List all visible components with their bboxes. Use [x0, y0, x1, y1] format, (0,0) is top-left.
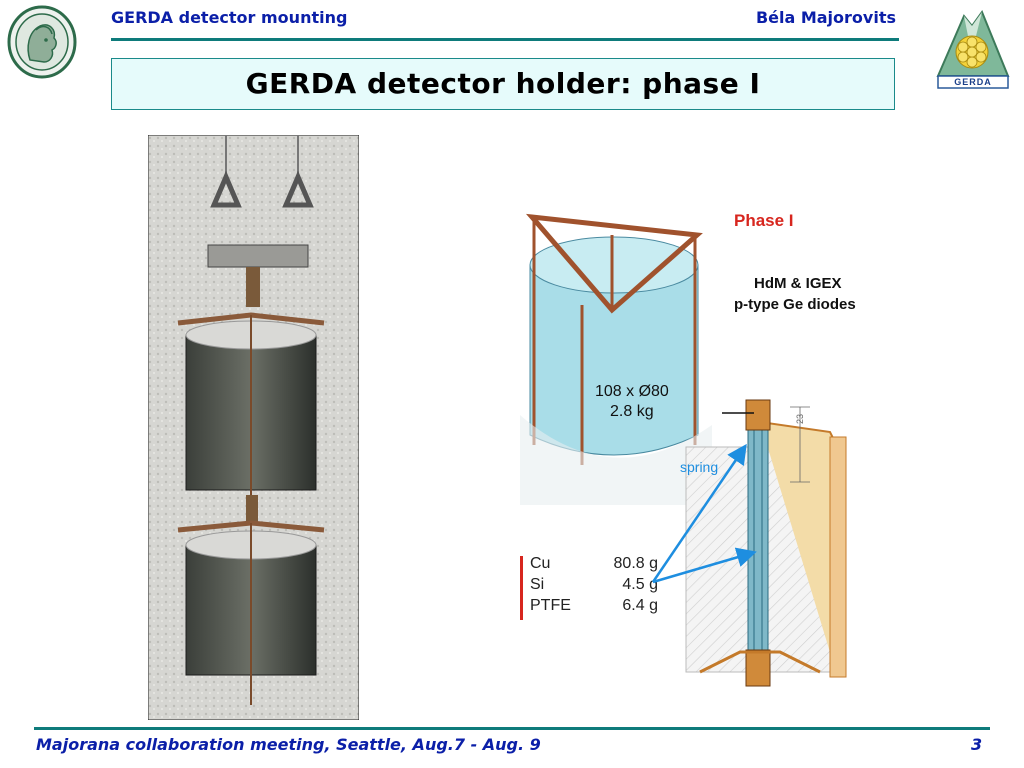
detector-size: 108 x Ø80	[595, 383, 669, 400]
holder-render	[512, 205, 717, 525]
detector-mass: 2.8 kg	[610, 403, 654, 420]
page-number: 3	[971, 735, 983, 754]
materials-list: Cu 80.8 g Si 4.5 g PTFE 6.4 g	[530, 555, 658, 618]
gerda-logo-text: GERDA	[954, 77, 992, 87]
slide-title: GERDA detector holder: phase I	[245, 67, 761, 100]
header-rule	[111, 38, 899, 41]
footer-text: Majorana collaboration meeting, Seattle,…	[36, 735, 541, 754]
header-left: GERDA detector mounting	[111, 8, 348, 27]
phase-label: Phase I	[734, 211, 794, 230]
material-mass: 6.4 g	[622, 597, 658, 614]
diodes-line-1: HdM & IGEX	[754, 275, 842, 292]
material-name: PTFE	[530, 597, 571, 614]
material-row: PTFE 6.4 g	[530, 597, 658, 618]
material-mass: 80.8 g	[613, 555, 658, 572]
diodes-line-2: p-type Ge diodes	[734, 296, 856, 313]
cross-section	[680, 382, 858, 694]
material-row: Si 4.5 g	[530, 576, 658, 597]
material-name: Si	[530, 576, 545, 593]
spring-label: spring	[680, 459, 719, 475]
materials-bar	[520, 556, 523, 620]
detector-photo	[147, 134, 360, 721]
mpi-logo	[6, 4, 78, 80]
material-name: Cu	[530, 555, 551, 572]
gerda-logo: GERDA	[932, 6, 1012, 90]
header-right: Béla Majorovits	[755, 8, 896, 27]
material-row: Cu 80.8 g	[530, 555, 658, 576]
material-mass: 4.5 g	[622, 576, 658, 593]
footer-rule	[34, 727, 990, 730]
title-box: GERDA detector holder: phase I	[111, 58, 895, 110]
